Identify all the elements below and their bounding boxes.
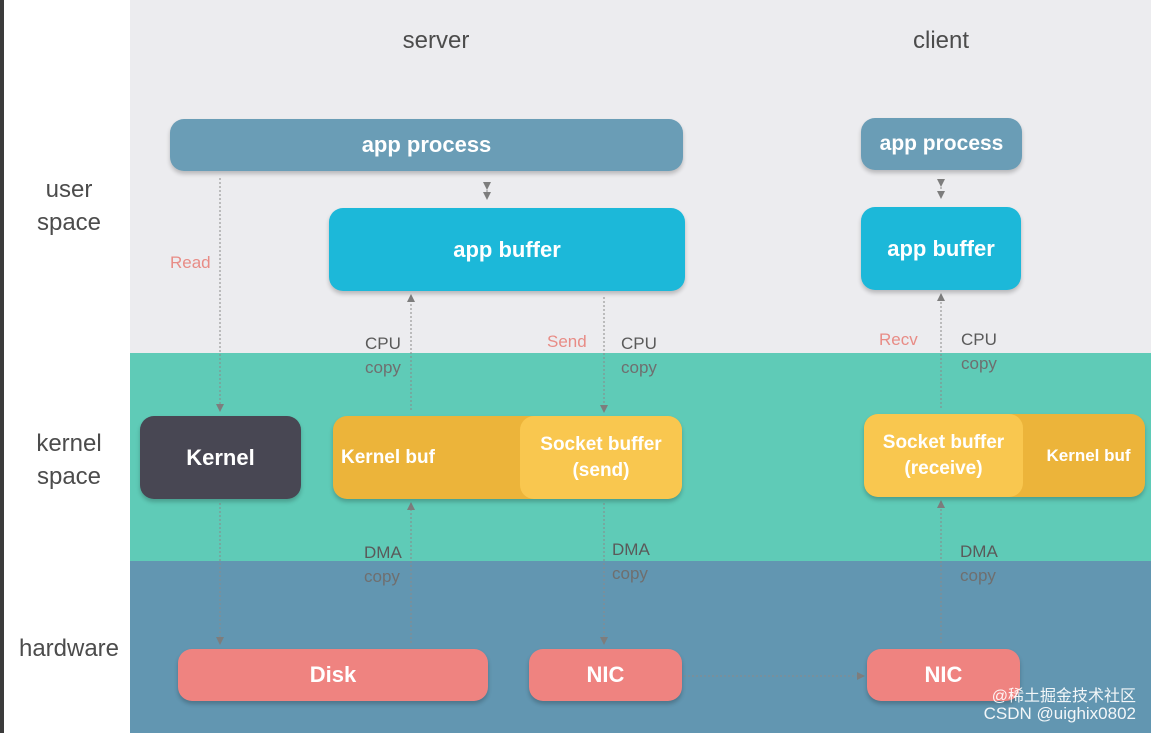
disk-box: Disk <box>178 649 488 701</box>
left-edge <box>0 0 4 733</box>
user-space-band <box>130 0 1151 353</box>
client-socket-buffer: Socket buffer(receive) <box>864 414 1023 497</box>
server-app-process: app process <box>170 119 683 171</box>
server-socket-buffer: Socket buffer(send) <box>520 416 682 499</box>
watermark: @稀土掘金技术社区 CSDN @uighix0802 <box>983 688 1136 723</box>
send-label: Send <box>547 332 587 351</box>
server-nic-box: NIC <box>529 649 682 701</box>
client-kernel-buffers: Socket buffer(receive) Kernel buf <box>864 414 1145 497</box>
recv-label: Recv <box>879 330 918 349</box>
client-kernel-buf: Kernel buf <box>1046 445 1131 465</box>
client-app-process: app process <box>861 118 1022 170</box>
hardware-band <box>130 561 1151 733</box>
client-title: client <box>912 27 970 54</box>
read-label: Read <box>170 253 211 272</box>
server-kernel-buffers: Kernel buf Socket buffer(send) <box>333 416 682 499</box>
kernel-box: Kernel <box>140 416 301 499</box>
server-kernel-buf: Kernel buf <box>341 446 435 468</box>
client-app-buffer: app buffer <box>861 207 1021 290</box>
hardware-label: hardware <box>18 635 120 662</box>
server-app-buffer: app buffer <box>329 208 685 291</box>
server-title: server <box>402 27 470 54</box>
client-nic-box: NIC <box>867 649 1020 701</box>
